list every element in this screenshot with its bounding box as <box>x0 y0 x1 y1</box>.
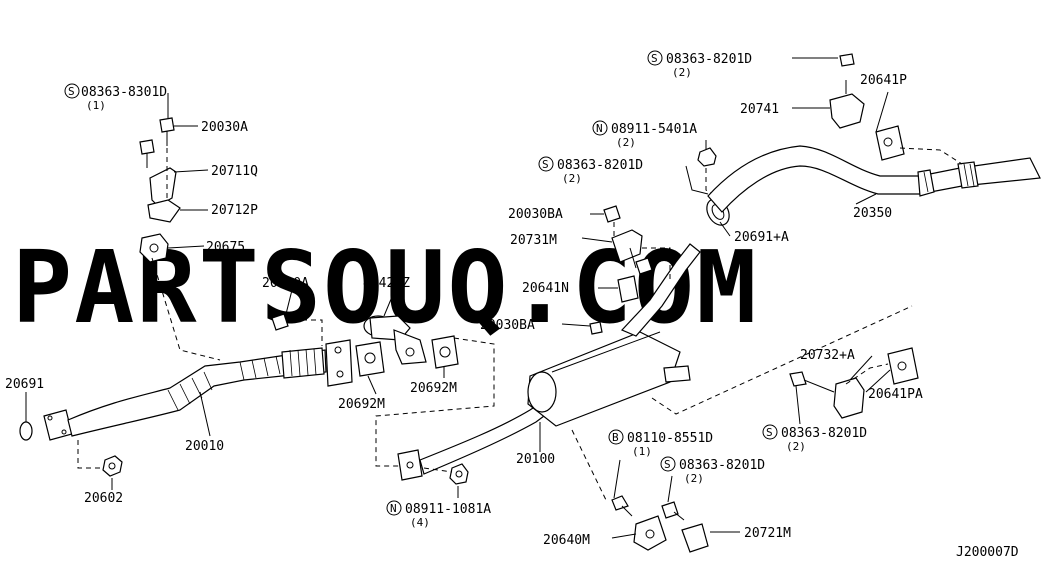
label-20691a: 20691+A <box>734 230 789 245</box>
nut-20030ba-bottom-icon <box>589 321 603 335</box>
svg-text:S: S <box>766 426 773 439</box>
svg-text:S: S <box>68 85 75 98</box>
label-20030ba-top: 20030BA <box>508 207 563 222</box>
label-20641pa: 20641PA <box>868 387 923 402</box>
label-20641n: 20641N <box>522 281 569 296</box>
diagram-reference-code: J200007D <box>956 545 1019 560</box>
label-08110-8551d: B 08110-8551D (1) <box>608 429 713 458</box>
hanger-bracket-stack <box>139 117 181 263</box>
gasket-20692m-right-icon <box>431 335 459 369</box>
svg-text:08911-5401A: 08911-5401A <box>611 122 697 137</box>
label-08363-8301d: S 08363-8301D (1) <box>64 83 167 112</box>
svg-text:(2): (2) <box>684 472 704 485</box>
label-20711q: 20711Q <box>211 164 258 179</box>
label-08363-8201d-mid: S 08363-8201D (2) <box>538 156 643 185</box>
svg-text:08911-1081A: 08911-1081A <box>405 502 491 517</box>
label-08363-8201d-bottom: S 08363-8201D (2) <box>660 456 765 485</box>
label-20100: 20100 <box>516 452 555 467</box>
gasket-20692m-left-icon <box>355 341 385 377</box>
svg-text:B: B <box>612 431 619 444</box>
label-08363-8201d-top: S 08363-8201D (2) <box>647 50 752 79</box>
svg-text:(4): (4) <box>410 516 430 529</box>
svg-text:(2): (2) <box>562 172 582 185</box>
label-20731m: 20731M <box>510 233 557 248</box>
label-08911-1081a: N 08911-1081A (4) <box>386 500 491 529</box>
svg-text:08363-8201D: 08363-8201D <box>679 458 765 473</box>
label-20692m-right: 20692M <box>410 381 457 396</box>
label-20020a: 20020A <box>262 276 309 291</box>
label-20602: 20602 <box>84 491 123 506</box>
center-muffler-20100 <box>397 243 701 481</box>
bolt-08363-8201d-bottom-icon <box>661 501 679 519</box>
svg-text:(1): (1) <box>86 99 106 112</box>
svg-text:(1): (1) <box>632 445 652 458</box>
svg-text:N: N <box>390 502 397 515</box>
nut-20602-icon <box>102 455 123 477</box>
svg-text:08363-8301D: 08363-8301D <box>81 85 167 100</box>
hanger-20641p-icon <box>875 125 905 161</box>
hanger-20640m-icon <box>633 515 667 551</box>
valve-47420z <box>363 315 427 365</box>
label-47420z: 47420Z <box>363 276 410 291</box>
bracket-20732a <box>789 371 865 419</box>
label-20712p: 20712P <box>211 203 258 218</box>
svg-text:(2): (2) <box>616 136 636 149</box>
nut-08911-5401a-icon <box>697 147 717 167</box>
front-exhaust-pipe <box>43 339 353 441</box>
label-20010: 20010 <box>185 439 224 454</box>
gasket-20691-icon <box>19 421 33 441</box>
label-08911-5401a: N 08911-5401A (2) <box>592 120 697 149</box>
label-20641p: 20641P <box>860 73 907 88</box>
svg-text:08363-8201D: 08363-8201D <box>666 52 752 67</box>
rear-exhaust-pipe-20350 <box>707 145 1041 213</box>
bolt-20020a-icon <box>271 313 303 331</box>
label-20675: 20675 <box>206 240 245 255</box>
nut-08911-1081a-icon <box>449 463 469 485</box>
hanger-20641pa-icon <box>887 347 919 385</box>
svg-text:S: S <box>542 158 549 171</box>
bracket-20721m-icon <box>681 523 709 553</box>
leader-lines <box>25 57 891 539</box>
rubber-mount-20641n-icon <box>617 275 639 303</box>
label-20741: 20741 <box>740 102 779 117</box>
svg-text:08363-8201D: 08363-8201D <box>781 426 867 441</box>
label-08363-8201d-right: S 08363-8201D (2) <box>762 424 867 453</box>
label-20691: 20691 <box>5 377 44 392</box>
bolt-08110-8551d-icon <box>611 495 629 511</box>
label-20732a: 20732+A <box>800 348 855 363</box>
svg-text:08110-8551D: 08110-8551D <box>627 431 713 446</box>
svg-text:S: S <box>664 458 671 471</box>
svg-text:S: S <box>651 52 658 65</box>
bracket-20731m <box>603 205 653 275</box>
label-20692m-left: 20692M <box>338 397 385 412</box>
svg-text:N: N <box>596 122 603 135</box>
svg-text:(2): (2) <box>786 440 806 453</box>
label-20350: 20350 <box>853 206 892 221</box>
bracket-20741 <box>829 53 865 129</box>
label-20640m: 20640M <box>543 533 590 548</box>
label-20030a: 20030A <box>201 120 248 135</box>
label-20721m: 20721M <box>744 526 791 541</box>
label-20030ba-bottom: 20030BA <box>480 318 535 333</box>
svg-text:08363-8201D: 08363-8201D <box>557 158 643 173</box>
svg-text:(2): (2) <box>672 66 692 79</box>
